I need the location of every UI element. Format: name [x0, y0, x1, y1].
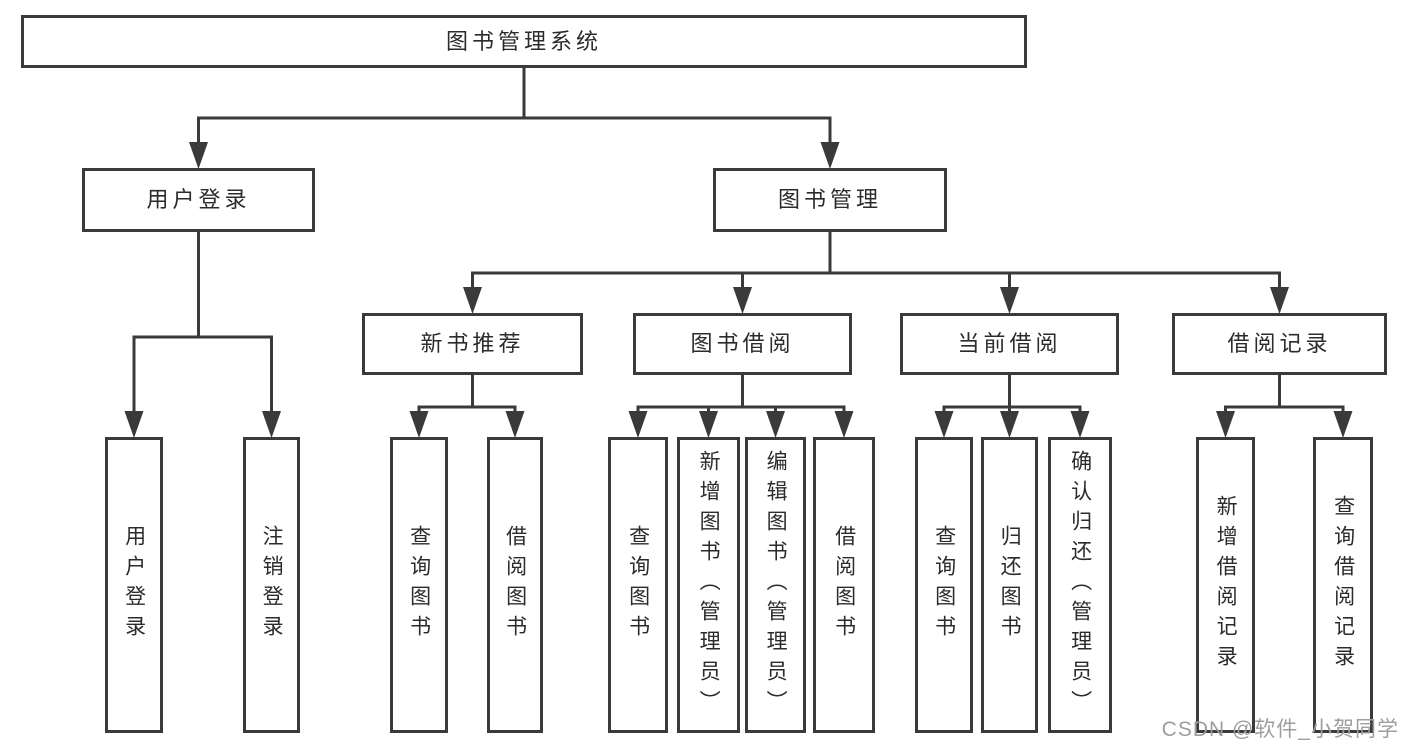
node-add-books-admin: 新增图书（管理员）	[677, 437, 740, 733]
node-return-books: 归还图书	[981, 437, 1038, 733]
node-label-new-book-recommend: 新书推荐	[420, 331, 525, 356]
node-label-edit-books-admin: 编辑图书（管理员）	[764, 450, 788, 720]
node-label-user-login-action: 用户登录	[122, 525, 146, 645]
node-label-confirm-return-admin: 确认归还（管理员）	[1068, 450, 1092, 720]
connector-arrowhead-confirm-return-admin	[1070, 411, 1090, 438]
connector-arrowhead-current-borrowing	[1000, 287, 1019, 314]
node-borrow-books: 借阅图书	[813, 437, 875, 733]
node-user-login: 用户登录	[82, 168, 315, 232]
node-logout-action: 注销登录	[243, 437, 300, 733]
node-label-borrow-books: 借阅图书	[832, 525, 856, 645]
node-recommend-borrow-books: 借阅图书	[487, 437, 543, 733]
connector-arrowhead-borrowing-records	[1270, 287, 1289, 314]
node-edit-books-admin: 编辑图书（管理员）	[745, 437, 806, 733]
connector-arrowhead-borrow-books	[834, 411, 854, 438]
node-confirm-return-admin: 确认归还（管理员）	[1048, 437, 1112, 733]
node-book-borrowing: 图书借阅	[633, 313, 852, 375]
connector-arrowhead-add-borrowing-record	[1216, 411, 1235, 438]
node-recommend-query-books: 查询图书	[390, 437, 448, 733]
connector-arrowhead-query-borrowing-record	[1333, 411, 1353, 438]
node-user-login-action: 用户登录	[105, 437, 163, 733]
node-label-recommend-borrow-books: 借阅图书	[503, 525, 527, 645]
node-label-add-borrowing-record: 新增借阅记录	[1214, 495, 1238, 675]
node-label-current-query-books: 查询图书	[932, 525, 956, 645]
connector-arrowhead-book-borrowing	[733, 287, 752, 314]
node-label-recommend-query-books: 查询图书	[407, 525, 431, 645]
connector-arrowhead-user-login	[189, 142, 208, 169]
node-book-management: 图书管理	[713, 168, 947, 232]
node-label-user-login: 用户登录	[146, 187, 251, 212]
connector-arrowhead-recommend-query-books	[409, 411, 429, 438]
connector-arrowhead-return-books	[1000, 411, 1019, 438]
node-label-current-borrowing: 当前借阅	[957, 331, 1062, 356]
node-label-root: 图书管理系统	[445, 28, 602, 54]
node-label-add-books-admin: 新增图书（管理员）	[697, 450, 721, 720]
node-label-return-books: 归还图书	[998, 525, 1022, 645]
connector-arrowhead-edit-books-admin	[766, 411, 785, 438]
node-current-borrowing: 当前借阅	[900, 313, 1119, 375]
node-new-book-recommend: 新书推荐	[362, 313, 583, 375]
node-label-book-management: 图书管理	[777, 187, 882, 212]
node-label-book-borrowing: 图书借阅	[690, 331, 795, 356]
node-label-borrowing-records: 借阅记录	[1227, 331, 1332, 356]
node-label-logout-action: 注销登录	[260, 525, 284, 645]
node-borrowing-records: 借阅记录	[1172, 313, 1387, 375]
connector-arrowhead-add-books-admin	[699, 411, 718, 438]
connector-arrowhead-recommend-borrow-books	[505, 411, 525, 438]
connector-arrowhead-current-query-books	[934, 411, 954, 438]
node-current-query-books: 查询图书	[915, 437, 973, 733]
connector-arrowhead-new-book-recommend	[463, 287, 482, 314]
connector-arrowhead-user-login-action	[124, 411, 144, 438]
node-query-borrowing-record: 查询借阅记录	[1313, 437, 1373, 733]
node-label-borrowing-query-books: 查询图书	[626, 525, 650, 645]
node-add-borrowing-record: 新增借阅记录	[1196, 437, 1255, 733]
node-root: 图书管理系统	[21, 15, 1027, 68]
connector-arrowhead-logout-action	[262, 411, 281, 438]
node-borrowing-query-books: 查询图书	[608, 437, 668, 733]
node-label-query-borrowing-record: 查询借阅记录	[1331, 495, 1355, 675]
connector-arrowhead-borrowing-query-books	[628, 411, 648, 438]
connector-arrowhead-book-management	[820, 142, 840, 169]
